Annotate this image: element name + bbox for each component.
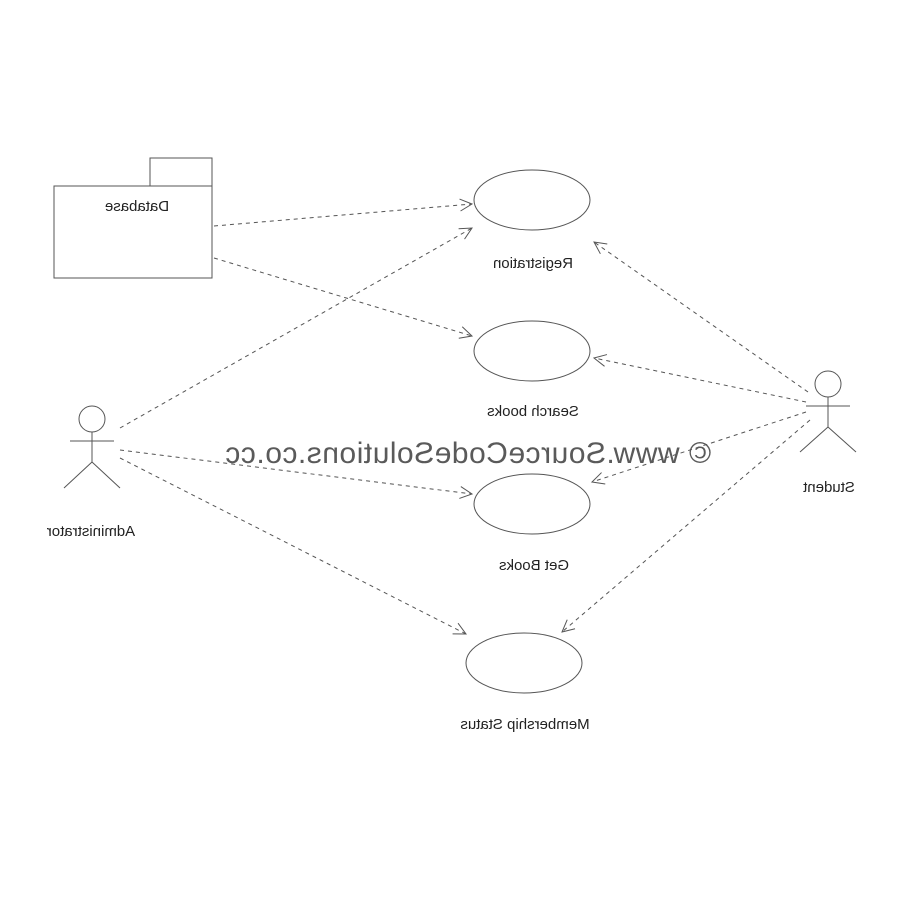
dependency-database-search-books [213, 257, 472, 336]
dependency-administrator-membership-status [119, 457, 466, 634]
package-name: Database [105, 198, 169, 215]
actor-head [814, 370, 842, 398]
use-case-label: Membership Status [460, 716, 589, 733]
actor-leg-left [63, 461, 93, 489]
use-case-ellipse [473, 169, 591, 231]
dependency-database-registration [213, 204, 472, 227]
use-case-search-books: Search books [473, 320, 591, 420]
use-case-ellipse [473, 320, 591, 382]
dependency-student-search-books [594, 358, 807, 403]
use-case-ellipse [465, 632, 583, 694]
use-case-label: Registration [493, 255, 573, 272]
actor-leg-left [799, 426, 829, 453]
use-case-membership-status: Membership Status [460, 632, 590, 733]
actor-label-administrator: Administrator [47, 523, 135, 540]
actor-label-student: Student [802, 479, 855, 496]
dependency-student-membership-status [562, 419, 811, 632]
actor-leg-right [827, 426, 857, 453]
package-tab [149, 157, 213, 187]
dependency-student-get-books [592, 411, 807, 482]
database-package: Database [53, 157, 213, 279]
dependency-student-registration [594, 242, 809, 393]
use-case-get-books: Get Books [473, 473, 591, 574]
actor-administrator [63, 405, 121, 489]
dependency-administrator-registration [119, 228, 472, 429]
use-case-registration: Registration [473, 169, 591, 272]
actor-head [78, 405, 106, 433]
actor-leg-right [91, 461, 121, 489]
use-case-ellipse [473, 473, 591, 535]
dependency-administrator-get-books [119, 449, 472, 494]
package-body [53, 185, 213, 279]
actor-student [799, 370, 857, 453]
use-case-label: Search books [487, 403, 579, 420]
watermark: © www.SourceCodeSolutions.co.cc [225, 437, 711, 470]
use-case-label: Get Books [499, 557, 569, 574]
